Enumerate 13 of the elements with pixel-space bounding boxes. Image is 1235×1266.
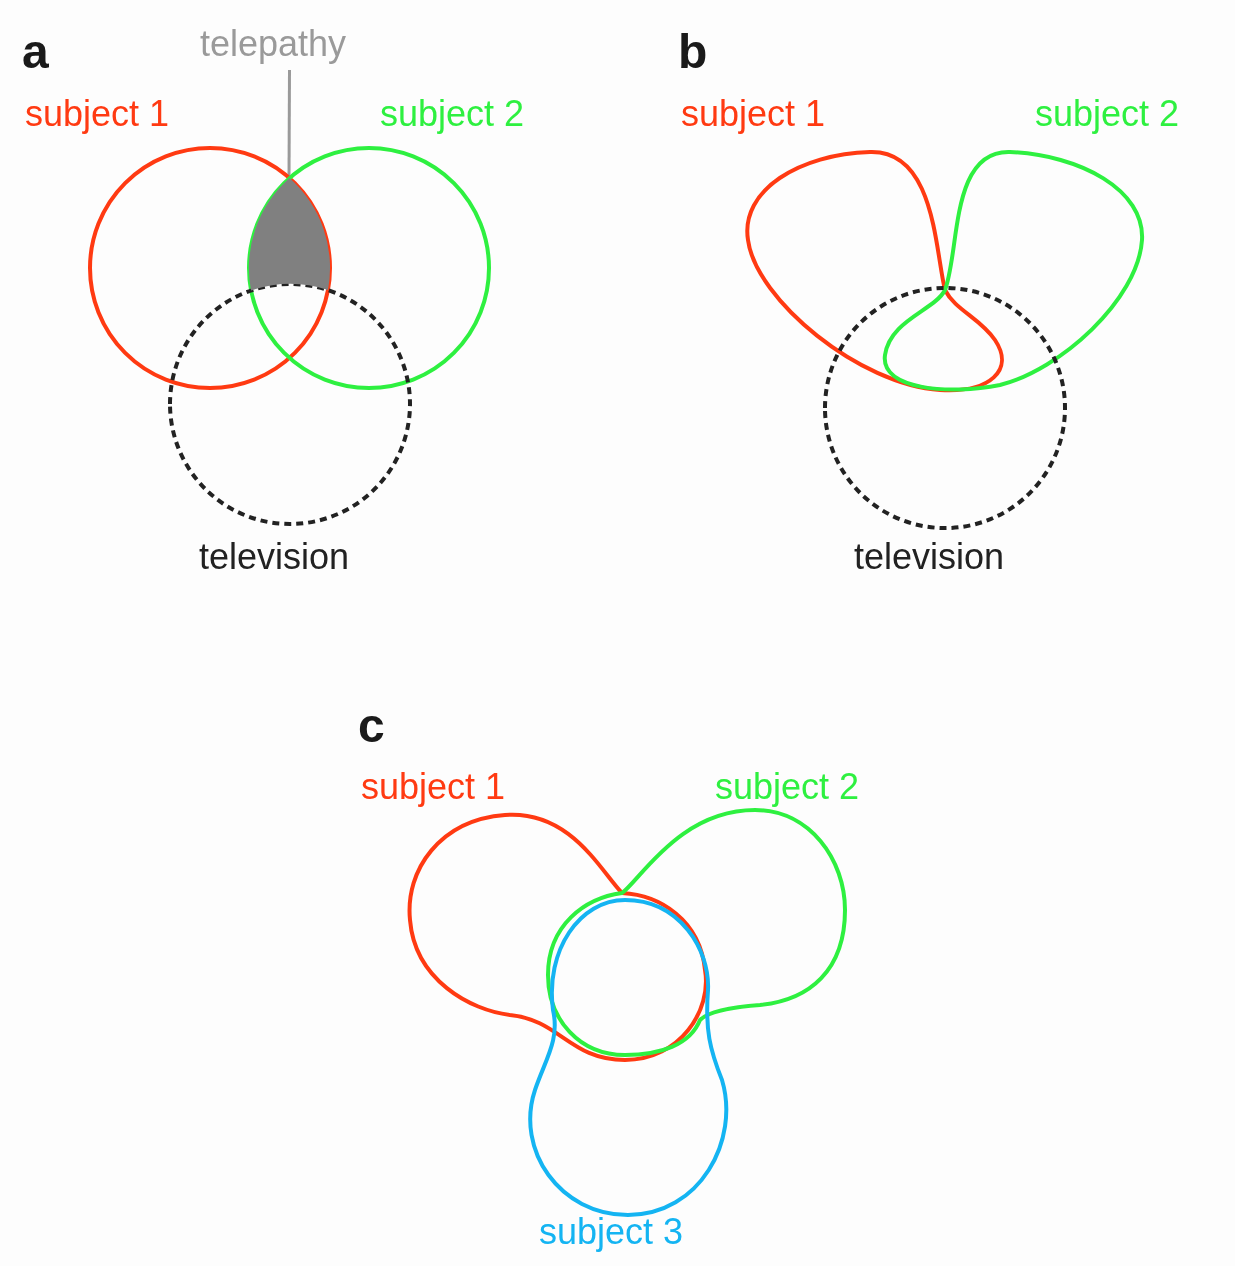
subject-label: subject 1 — [25, 92, 170, 136]
subject-label: television — [199, 535, 350, 579]
panel-letter: a — [22, 26, 49, 78]
subject-label: subject 3 — [539, 1210, 684, 1254]
subject-label: subject 2 — [1035, 92, 1180, 136]
panel-letter: b — [678, 26, 708, 78]
subject-label: subject 1 — [361, 765, 506, 809]
subject-label: subject 2 — [380, 92, 525, 136]
subject-label: television — [854, 535, 1005, 579]
subject-label: subject 1 — [681, 92, 826, 136]
panel-letter: c — [358, 700, 385, 752]
subject-label: telepathy — [200, 22, 347, 66]
subject-label: subject 2 — [715, 765, 860, 809]
